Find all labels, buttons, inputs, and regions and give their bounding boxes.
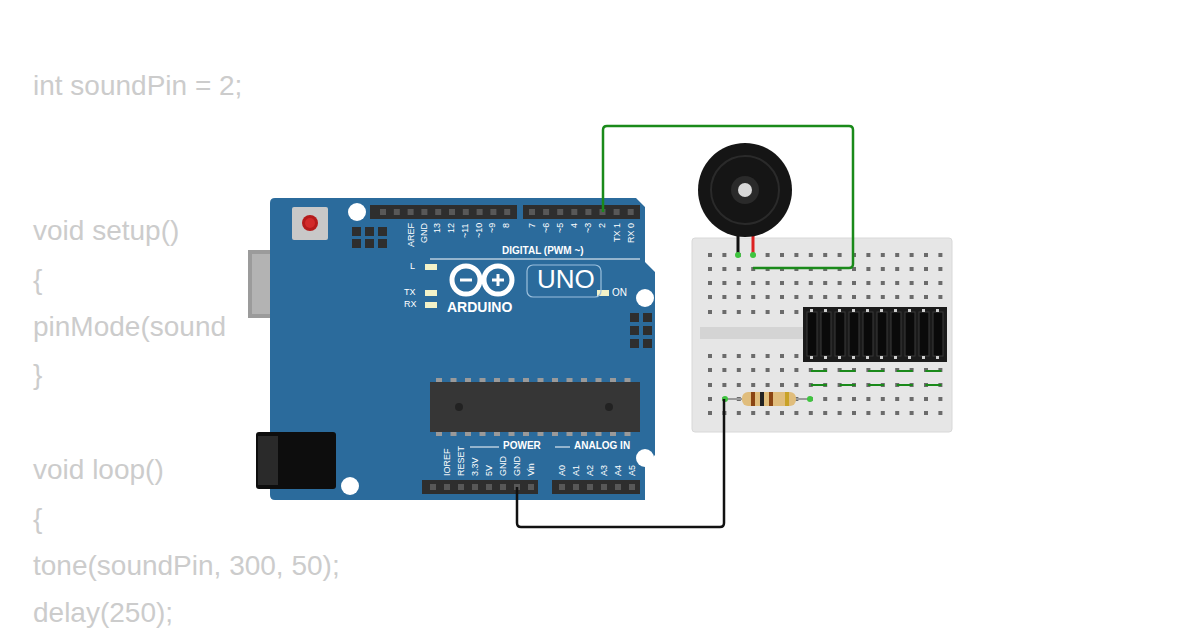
arduino-uno-board: [248, 198, 655, 500]
code-line: int soundPin = 2;: [33, 70, 242, 102]
pin-label: ~11: [461, 223, 470, 238]
pin-label: 5V: [485, 465, 494, 476]
pin-label: 3.3V: [471, 457, 480, 476]
reset-button: [292, 207, 328, 240]
buzzer: [698, 143, 792, 258]
pin-label: 2: [598, 223, 607, 228]
pin-label: 8: [502, 223, 511, 228]
code-line: }: [33, 359, 42, 391]
pin-label: GND: [513, 456, 522, 476]
pin-label: ~10: [475, 223, 484, 238]
code-line: delay(250);: [33, 597, 173, 629]
pin-label: ~3: [584, 223, 593, 233]
pin-label: IOREF: [443, 448, 452, 476]
code-line: {: [33, 264, 42, 296]
header-title: DIGITAL (PWM ~): [502, 245, 584, 257]
pin-label: A1: [572, 465, 581, 476]
pin-label: 4: [570, 223, 579, 228]
pin-label: Vin: [527, 463, 536, 476]
code-line: {: [33, 503, 42, 535]
pin-label: A4: [614, 465, 623, 476]
brand-name: ARDUINO: [447, 299, 512, 315]
led-label: L: [410, 261, 415, 271]
header-title: ANALOG IN: [574, 440, 630, 452]
pin-label: A0: [558, 465, 567, 476]
code-line: void setup(): [33, 215, 179, 247]
breadboard-holes: [708, 253, 942, 415]
pin-label: ~5: [556, 223, 565, 233]
pin-label: ~6: [542, 223, 551, 233]
header: [370, 205, 517, 219]
model-name: UNO: [537, 265, 595, 295]
pin-label: RESET: [457, 446, 466, 476]
led-bar-graph: [803, 307, 947, 385]
arduino-logo: [452, 266, 512, 294]
header: [523, 205, 640, 219]
header-title: POWER: [503, 440, 541, 452]
pin-label: GND: [499, 456, 508, 476]
pin-label: AREF: [407, 223, 416, 247]
pin-label: 13: [433, 223, 442, 233]
code-line: tone(soundPin, 300, 50);: [33, 550, 340, 582]
wire: [517, 399, 724, 527]
pin-label: 12: [447, 223, 456, 233]
header: [552, 480, 640, 494]
code-line: void loop(): [33, 454, 164, 486]
power-jack: [256, 432, 336, 489]
pin-label: A5: [628, 465, 637, 476]
pin-label: RX 0: [627, 223, 636, 243]
header: [422, 480, 538, 494]
wire: [603, 126, 853, 268]
resistor-symbol: [722, 392, 813, 406]
led-label: TX: [404, 287, 416, 297]
led-label: ON: [612, 287, 627, 299]
pin-label: GND: [420, 223, 429, 243]
pin-label: ~9: [488, 223, 497, 233]
chip: [430, 382, 640, 432]
pin-label: A3: [600, 465, 609, 476]
pin-label: TX 1: [613, 223, 622, 242]
led-label: RX: [404, 299, 417, 309]
code-line: pinMode(sound: [33, 311, 226, 343]
pin-label: 7: [528, 223, 537, 228]
pin-label: A2: [586, 465, 595, 476]
